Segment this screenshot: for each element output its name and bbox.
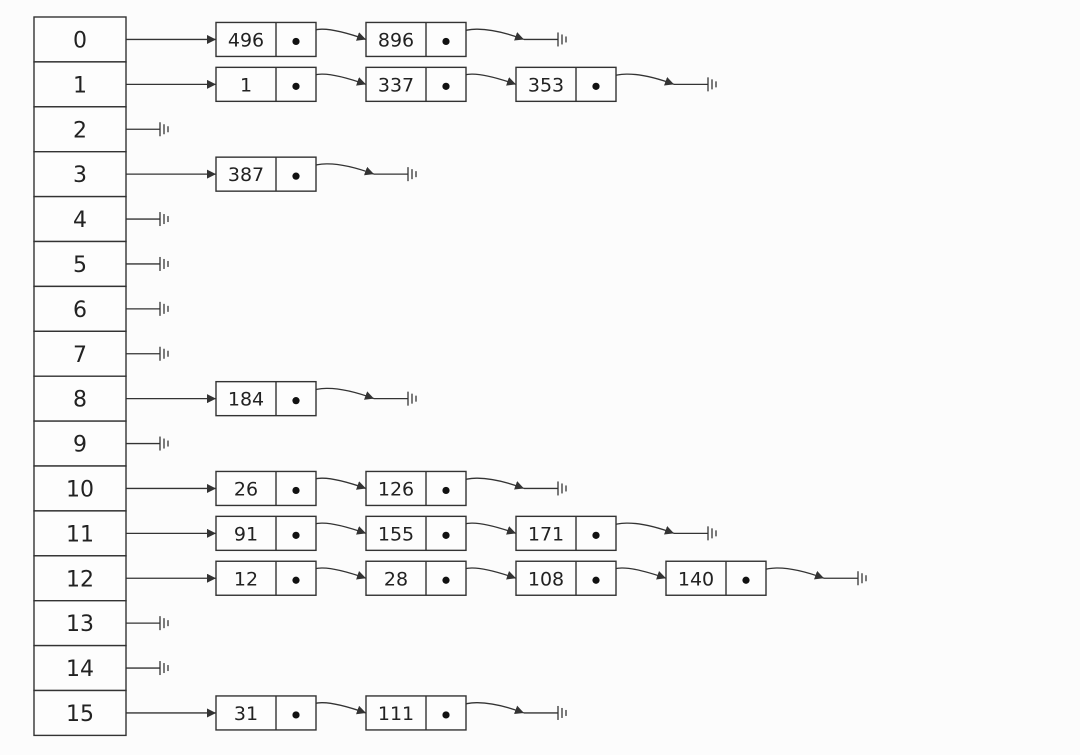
bucket-cell xyxy=(33,285,127,332)
bucket-cell xyxy=(33,195,127,243)
list-node-box xyxy=(515,66,617,103)
next-pointer-dot xyxy=(442,576,450,584)
next-pointer-dot xyxy=(442,486,450,495)
next-pointer-dot xyxy=(292,711,300,719)
list-node-box xyxy=(515,560,617,596)
list-node-value: 91 xyxy=(234,523,258,545)
bucket-index: 14 xyxy=(66,657,94,682)
next-pointer-dot xyxy=(592,576,600,584)
next-pointer-dot xyxy=(292,37,300,46)
bucket-cell xyxy=(33,16,127,63)
bucket-index: 7 xyxy=(73,343,87,368)
list-node-box xyxy=(215,380,317,417)
list-node-value: 387 xyxy=(228,164,264,186)
list-node-box xyxy=(365,695,467,731)
bucket-index: 6 xyxy=(73,298,87,323)
next-pointer-dot xyxy=(292,172,300,180)
next-pointer-dot xyxy=(592,531,600,539)
bucket-cell xyxy=(33,375,127,422)
bucket-index: 4 xyxy=(73,208,87,233)
next-pointer-dot xyxy=(442,37,450,46)
list-node-value: 26 xyxy=(234,478,258,500)
list-node-value: 353 xyxy=(528,74,564,96)
bucket-index: 2 xyxy=(73,118,87,143)
bucket-index: 1 xyxy=(73,73,87,98)
pointer-layer xyxy=(126,28,867,720)
bucket-index: 0 xyxy=(73,28,87,53)
list-node-value: 108 xyxy=(528,568,564,590)
list-node-value: 1 xyxy=(240,74,252,96)
list-node-value: 140 xyxy=(678,568,714,590)
list-node-value: 496 xyxy=(228,29,264,51)
node-layer: 496 896 1 337 353 387 184 26 126 91 155 171 12 28 108 1… xyxy=(215,21,767,731)
list-node-box xyxy=(365,515,467,552)
next-pointer-dot xyxy=(442,531,450,539)
bucket-index: 12 xyxy=(66,567,94,592)
list-node-box xyxy=(215,470,317,507)
bucket-index: 5 xyxy=(73,253,87,278)
bucket-index: 11 xyxy=(66,522,94,547)
bucket-cell xyxy=(33,150,127,198)
bucket-index: 13 xyxy=(66,612,94,637)
next-pointer-dot xyxy=(292,486,300,495)
bucket-cell xyxy=(33,61,127,108)
next-pointer-dot xyxy=(292,397,300,405)
list-node-box xyxy=(515,515,617,552)
next-pointer-dot xyxy=(742,576,750,584)
list-node-value: 12 xyxy=(234,568,258,590)
list-node-value: 337 xyxy=(378,74,414,96)
bucket-cell xyxy=(33,644,127,692)
next-pointer-dot xyxy=(592,82,600,90)
bucket-cell xyxy=(33,600,127,647)
bucket-cell xyxy=(33,240,127,288)
list-node-box xyxy=(215,515,317,552)
list-node-box xyxy=(215,560,317,596)
list-node-value: 28 xyxy=(384,568,408,590)
next-pointer-dot xyxy=(292,82,300,90)
list-node-value: 184 xyxy=(228,389,264,411)
bucket-index: 8 xyxy=(73,388,87,413)
list-node-value: 171 xyxy=(528,523,564,545)
bucket-index: 9 xyxy=(73,433,87,458)
list-node-value: 896 xyxy=(378,29,414,51)
bucket-index: 10 xyxy=(66,477,94,502)
list-node-box xyxy=(665,560,767,596)
list-node-value: 31 xyxy=(234,703,258,725)
list-node-box xyxy=(365,470,467,507)
bucket-cell xyxy=(33,330,127,377)
next-pointer-dot xyxy=(292,531,300,539)
next-pointer-dot xyxy=(442,711,450,719)
next-pointer-dot xyxy=(442,82,450,90)
bucket-cell xyxy=(33,689,127,737)
list-node-value: 155 xyxy=(378,523,414,545)
list-node-box xyxy=(215,695,317,731)
next-pointer-dot xyxy=(292,576,300,584)
list-node-box xyxy=(365,21,467,58)
bucket-index: 3 xyxy=(73,163,87,188)
bucket-index: 15 xyxy=(66,702,94,727)
bucket-cell xyxy=(33,420,127,467)
list-node-box xyxy=(365,560,467,596)
list-node-box xyxy=(215,156,317,192)
list-node-box xyxy=(215,66,317,103)
list-node-box xyxy=(215,21,317,58)
list-node-value: 111 xyxy=(378,703,414,725)
list-node-box xyxy=(365,66,467,103)
list-node-value: 126 xyxy=(378,478,414,500)
